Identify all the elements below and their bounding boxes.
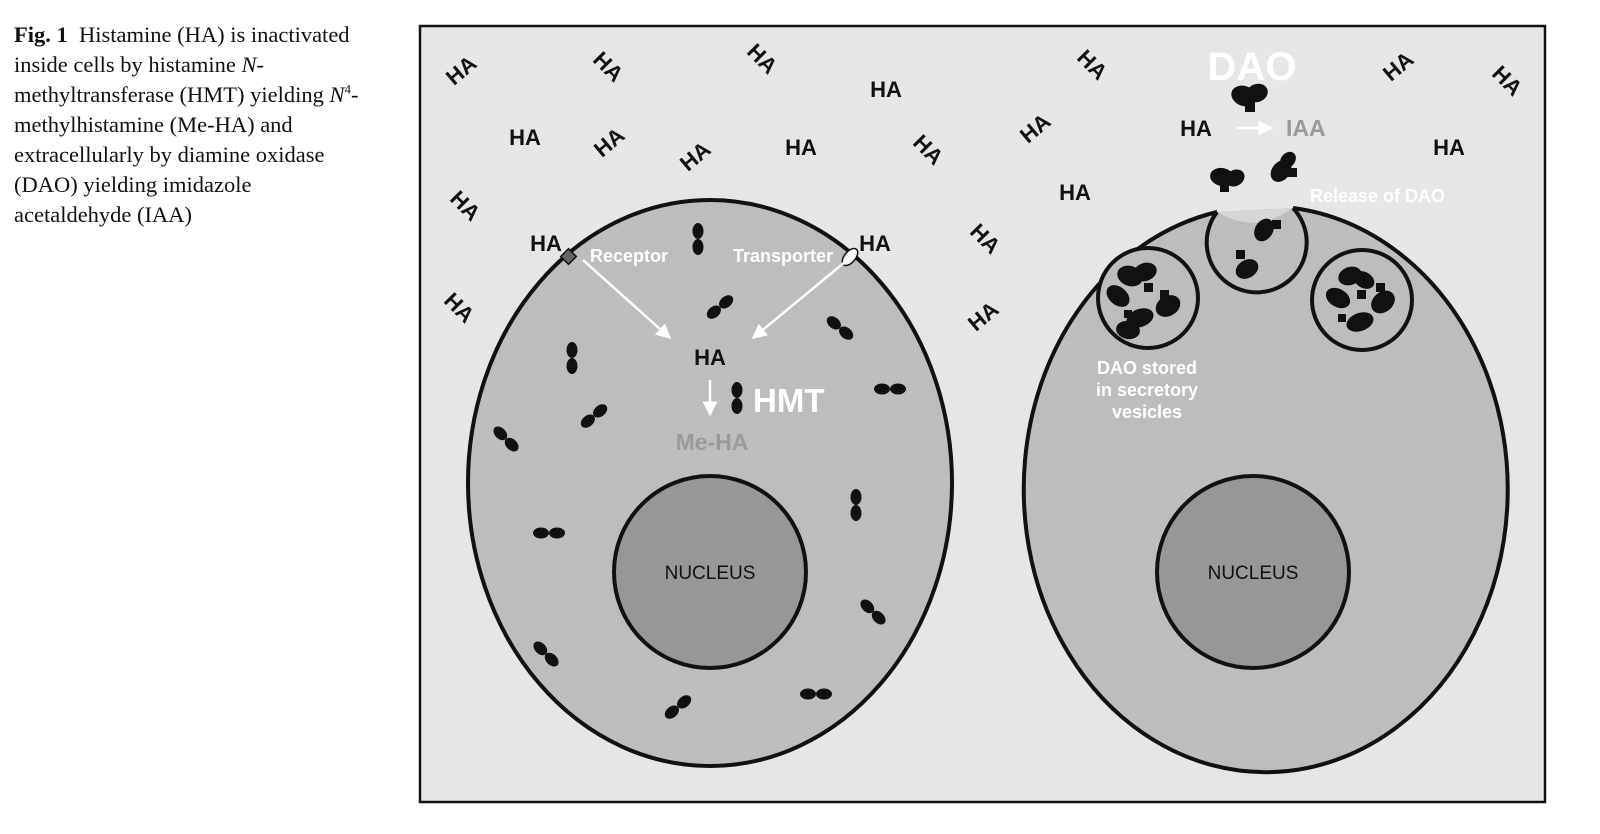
hmt-enzyme-icon [826,316,854,340]
extracellular-ha-label: HA [1059,180,1091,205]
caption-text-2: -methyltransferase (HMT) yielding [14,52,330,107]
hmt-enzyme-icon [493,426,519,452]
extracellular-ha-label: HA [530,231,562,256]
receptor-arrow [582,259,672,340]
receptor-label: Receptor [590,246,668,266]
hmt-enzyme-icon [533,641,559,667]
extracellular-dao-molecules [1210,83,1297,192]
hmt-enzyme-icon [706,295,734,319]
caption-superscript: 4 [344,81,352,97]
extracellular-ha-label: HA [870,77,902,102]
hmt-enzyme-icon [664,695,692,719]
hmt-label: HMT [753,382,824,419]
me-ha-label: Me-HA [676,429,749,455]
extracellular-ha-label: HA [785,135,817,160]
caption-text-3: -methylhistamine (Me-HA) and extracellul… [14,82,359,227]
dao-substrate-ha-label: HA [1180,116,1212,141]
figure-caption: Fig. 1 Histamine (HA) is inactivated ins… [14,20,359,230]
dao-cluster-left [1106,262,1181,340]
hmt-enzyme-icon [800,688,832,700]
dao-release-vesicle-molecules [1235,218,1281,279]
receptor-icon [559,247,578,266]
transporter-label: Transporter [733,246,833,266]
caption-text-1: Histamine (HA) is inactivated inside cel… [14,22,350,77]
hmt-enzyme-icon [692,223,704,255]
caption-italic-n: N [241,52,257,77]
hmt-enzyme-icon [874,383,906,395]
left-cell: NUCLEUS Receptor Transporter HA HMT Me-H… [466,198,954,768]
dao-stored-label-3: vesicles [1112,402,1182,422]
right-cell: NUCLEUS [1021,206,1510,775]
secretory-vesicle-right [1310,248,1414,352]
right-nucleus [1155,474,1351,670]
hmt-enzyme-icon [533,527,565,539]
left-nucleus [612,474,808,670]
dao-stored-label-2: in secretory [1096,380,1198,400]
hmt-enzyme-icon [580,404,608,428]
dao-cluster-right [1325,266,1395,332]
left-nucleus-label: NUCLEUS [665,563,756,584]
extracellular-ha-label: HA [509,125,541,150]
extracellular-ha-label: HA [1433,135,1465,160]
hmt-enzyme-icon [850,489,862,521]
iaa-label: IAA [1286,115,1326,141]
release-of-dao-label: Release of DAO [1310,186,1445,206]
transporter-arrow [751,261,846,339]
hmt-enzyme-group [493,223,906,719]
exocytosis-vesicle [1204,206,1309,295]
hmt-enzyme-icon [566,342,578,374]
right-nucleus-label: NUCLEUS [1208,563,1299,584]
caption-label: Fig. 1 [14,22,68,47]
caption-italic-n4: N [329,82,345,107]
dao-stored-label-1: DAO stored [1097,358,1197,378]
hmt-enzyme-icon [731,382,743,414]
release-opening [1217,208,1293,223]
dao-label: DAO [1208,45,1297,89]
intracellular-ha-label: HA [694,345,726,370]
hmt-enzyme-icon [860,599,886,625]
extracellular-ha-label: HA [859,231,891,256]
